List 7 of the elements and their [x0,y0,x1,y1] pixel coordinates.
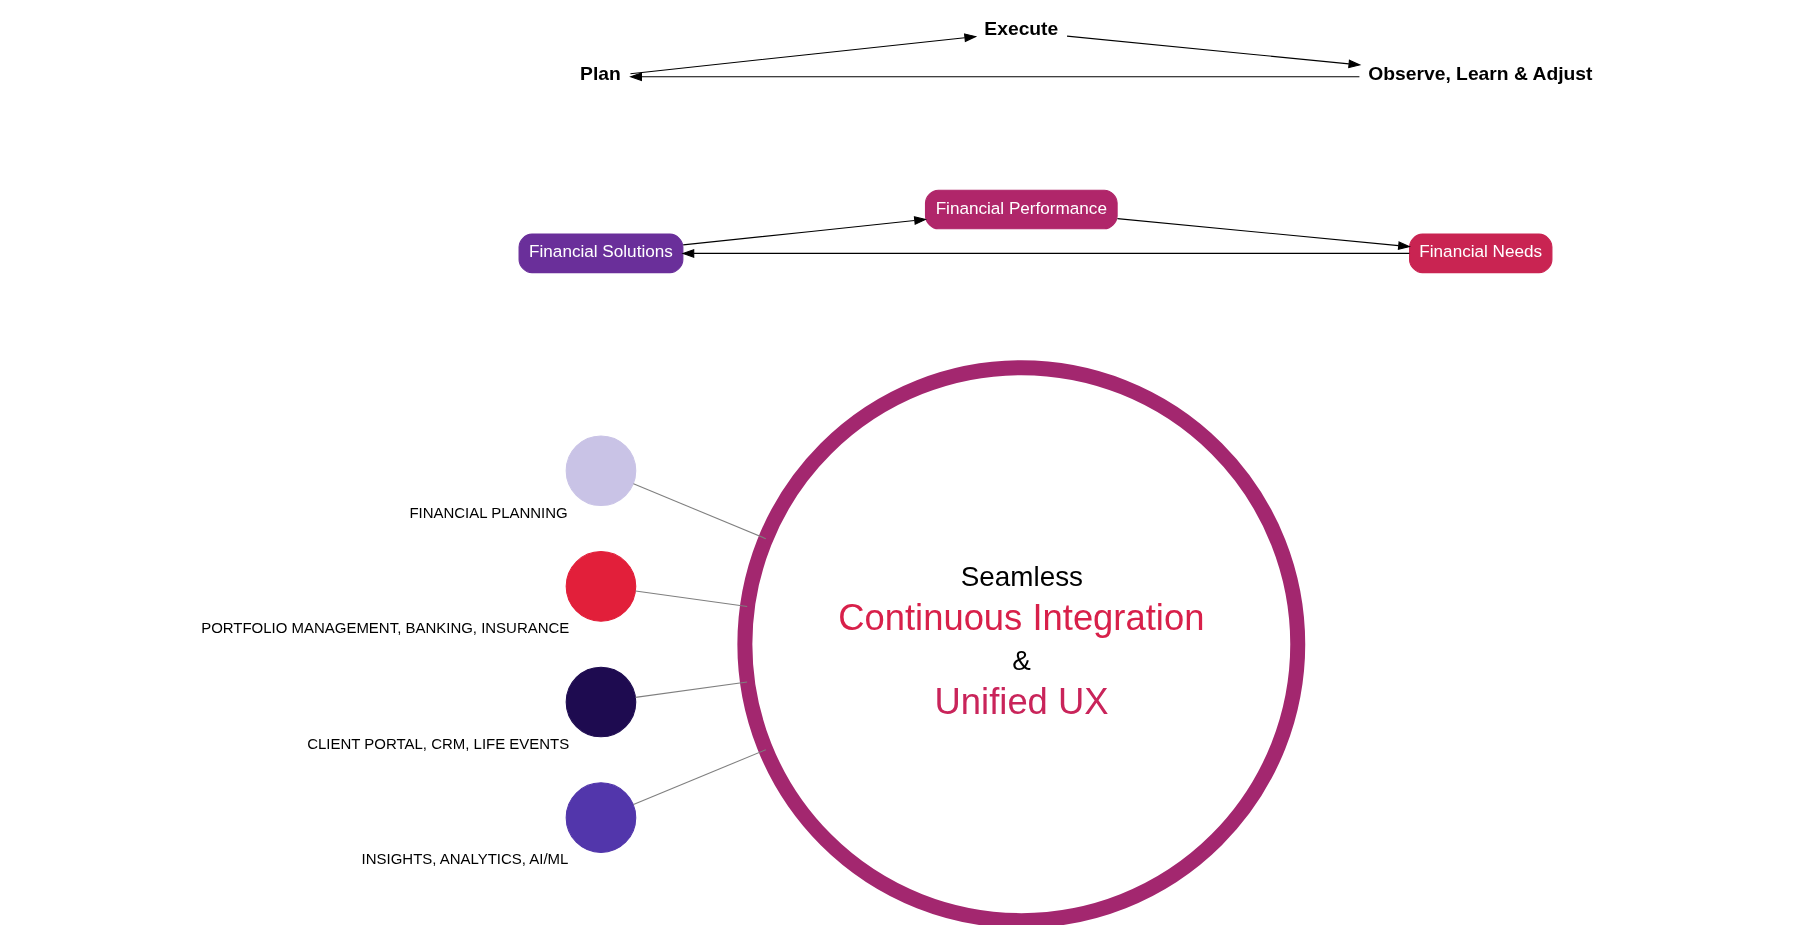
node-label: PORTFOLIO MANAGEMENT, BANKING, INSURANCE [201,619,570,637]
node-text: Plan [580,63,621,85]
node-text: Execute [984,18,1059,40]
node-text: Observe, Learn & Adjust [1368,63,1593,85]
node-label: FINANCIAL PLANNING [409,503,568,521]
node-label: CLIENT PORTAL, CRM, LIFE EVENTS [307,734,570,752]
node-label: INSIGHTS, ANALYTICS, AI/ML [361,850,569,868]
